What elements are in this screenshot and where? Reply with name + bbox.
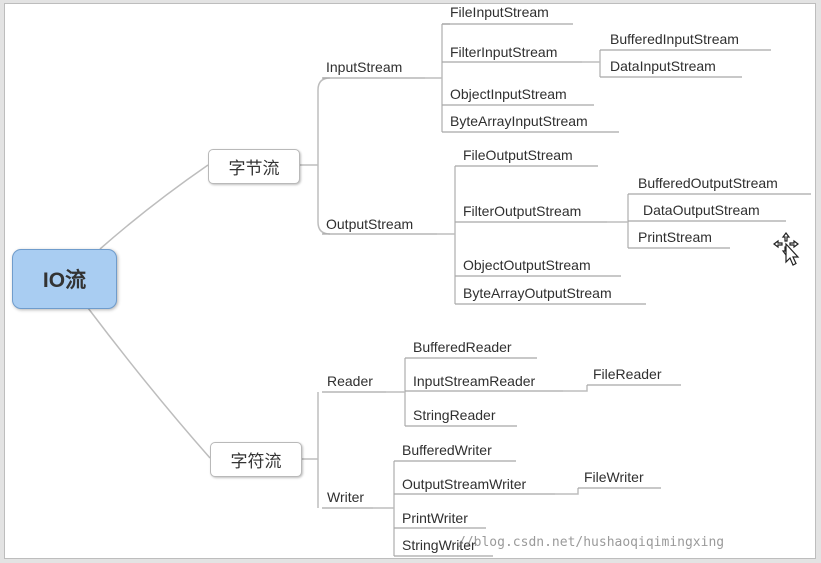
node-string-writer: StringWriter bbox=[402, 537, 476, 553]
node-buffered-reader: BufferedReader bbox=[413, 339, 512, 355]
node-file-writer: FileWriter bbox=[584, 469, 644, 485]
mindmap-frame bbox=[4, 3, 816, 559]
node-file-output-stream: FileOutputStream bbox=[463, 147, 573, 163]
node-print-stream: PrintStream bbox=[638, 229, 712, 245]
node-output-stream-writer: OutputStreamWriter bbox=[402, 476, 527, 492]
node-writer: Writer bbox=[327, 489, 365, 505]
node-print-writer: PrintWriter bbox=[402, 510, 468, 526]
watermark-text: //blog.csdn.net/hushaoqiqimingxing bbox=[458, 535, 725, 550]
node-file-input-stream: FileInputStream bbox=[450, 4, 549, 20]
move-cursor-icon bbox=[773, 232, 800, 266]
node-buffered-input-stream: BufferedInputStream bbox=[610, 31, 739, 47]
node-buffered-writer: BufferedWriter bbox=[402, 442, 492, 458]
node-reader: Reader bbox=[327, 373, 373, 389]
node-data-output-stream: DataOutputStream bbox=[643, 202, 760, 218]
node-input-stream-reader: InputStreamReader bbox=[413, 373, 536, 389]
node-buffered-output-stream: BufferedOutputStream bbox=[638, 175, 778, 191]
node-byte-array-output-stream: ByteArrayOutputStream bbox=[463, 285, 612, 301]
root-node-io: IO流 bbox=[12, 249, 117, 309]
node-string-reader: StringReader bbox=[413, 407, 496, 423]
group-node-char-stream: 字符流 bbox=[210, 442, 302, 477]
node-filter-output-stream: FilterOutputStream bbox=[463, 203, 582, 219]
node-object-input-stream: ObjectInputStream bbox=[450, 86, 567, 102]
group-node-byte-stream: 字节流 bbox=[208, 149, 300, 184]
node-object-output-stream: ObjectOutputStream bbox=[463, 257, 591, 273]
node-data-input-stream: DataInputStream bbox=[610, 58, 716, 74]
node-filter-input-stream: FilterInputStream bbox=[450, 44, 558, 60]
node-input-stream: InputStream bbox=[326, 59, 403, 75]
node-file-reader: FileReader bbox=[593, 366, 662, 382]
node-output-stream: OutputStream bbox=[326, 216, 414, 232]
node-byte-array-input-stream: ByteArrayInputStream bbox=[450, 113, 588, 129]
